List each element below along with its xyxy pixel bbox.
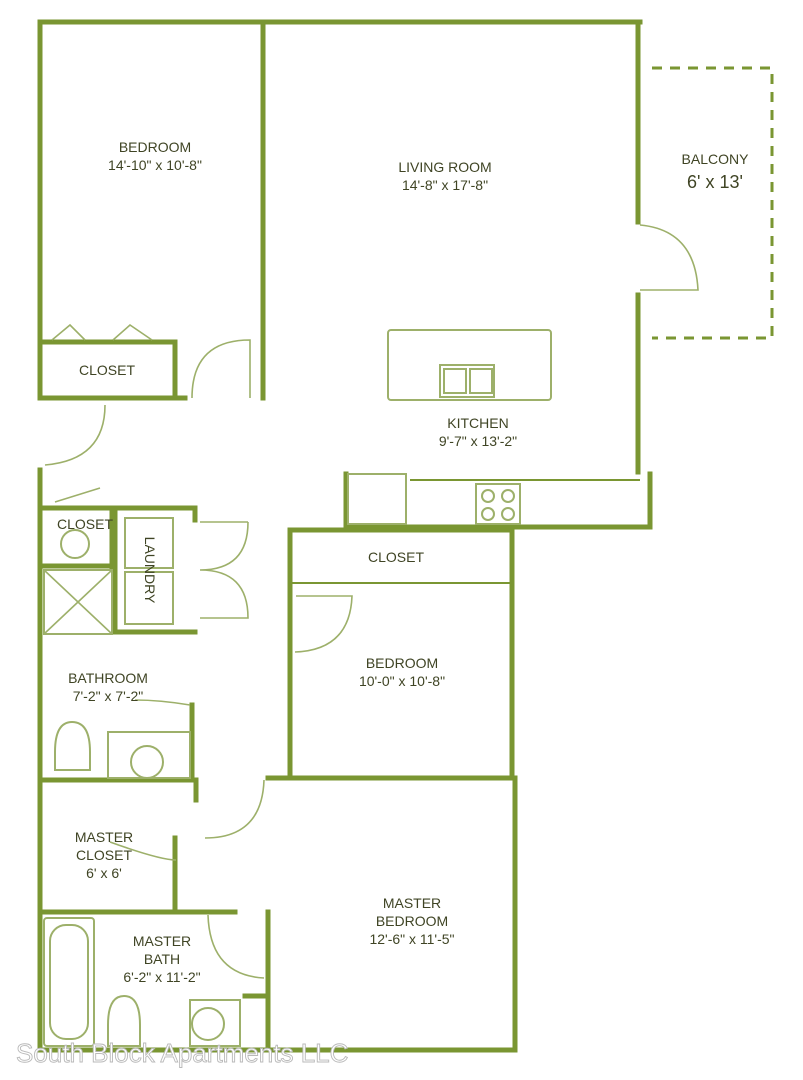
bedroom1-size: 14'-10" x 10'-8": [108, 157, 202, 173]
bathroom-sink: [130, 745, 164, 779]
bathtub-inner: [49, 924, 89, 1040]
bedroom-door: [191, 339, 251, 399]
sink-bowl-right: [469, 368, 493, 394]
balcony-size: 6' x 13': [687, 172, 743, 192]
master-bath-door: [207, 914, 265, 979]
bedroom2-north-east: [287, 527, 515, 781]
master-bath-name-1: MASTER: [133, 933, 191, 949]
closet1-name: CLOSET: [79, 362, 135, 378]
closet2-door: [54, 487, 101, 503]
shower-drain: [43, 569, 113, 635]
fixtures: [43, 329, 552, 1047]
living-room-size: 14'-8" x 17'-8": [402, 177, 488, 193]
closet1-doors: [51, 323, 153, 341]
bedroom-west-wall: [37, 19, 188, 401]
kitchen-size: 9'-7" x 13'-2": [439, 433, 517, 449]
bedroom2-walls: [287, 527, 515, 781]
sink-bowl-left: [443, 368, 467, 394]
bathroom-name: BATHROOM: [68, 670, 148, 686]
closet2-wall: [39, 505, 115, 571]
water-heater: [60, 529, 90, 559]
bedroom2-size: 10'-0" x 10'-8": [359, 673, 445, 689]
washer: [124, 517, 174, 569]
fridge: [347, 473, 407, 525]
laundry-name: LAUNDRY: [142, 537, 158, 604]
kitchen-name: KITCHEN: [447, 415, 508, 431]
doors: [44, 224, 699, 979]
bathroom-toilet: [54, 720, 91, 771]
bedroom2-door: [294, 595, 353, 653]
dryer: [124, 571, 174, 625]
bedroom1-name: BEDROOM: [119, 139, 191, 155]
laundry-doors: [199, 521, 249, 619]
master-bedroom-door: [204, 779, 265, 839]
south-east-wall: [37, 775, 518, 1053]
closet-wall: [39, 339, 178, 401]
master-bedroom-name-1: MASTER: [383, 895, 441, 911]
master-closet-name-2: CLOSET: [76, 847, 132, 863]
closet3-name: CLOSET: [368, 549, 424, 565]
watermark: South Block Apartments LLC: [16, 1038, 348, 1068]
master-closet-name-1: MASTER: [75, 829, 133, 845]
master-bath-size: 6'-2" x 11'-2": [123, 969, 200, 985]
burner: [501, 507, 515, 521]
master-bath-name-2: BATH: [144, 951, 180, 967]
living-room-name: LIVING ROOM: [398, 159, 491, 175]
bathroom-door: [134, 699, 191, 706]
master-toilet: [107, 994, 141, 1047]
balcony-name: BALCONY: [682, 151, 750, 167]
master-bedroom-name-2: BEDROOM: [376, 913, 448, 929]
master-closet-door: [109, 841, 177, 861]
master-bedroom-size: 12'-6" x 11'-5": [369, 931, 454, 947]
walls: [37, 19, 653, 1053]
entry-door: [44, 404, 106, 466]
master-sink: [191, 1007, 225, 1041]
laundry-left: [112, 505, 198, 635]
bathroom-size: 7'-2" x 7'-2": [73, 688, 144, 704]
balcony-door: [639, 224, 699, 291]
burner: [481, 489, 495, 503]
bedroom2-name: BEDROOM: [366, 655, 438, 671]
master-closet-size: 6' x 6': [86, 865, 122, 881]
bathroom-south-wall: [37, 777, 199, 803]
laundry-top: [112, 505, 198, 523]
closet2-name: CLOSET: [57, 516, 113, 532]
burner: [481, 507, 495, 521]
kitchen-south-wall: [343, 471, 653, 530]
balcony-outline: [652, 66, 774, 340]
burner: [501, 489, 515, 503]
room-labels: BEDROOM 14'-10" x 10'-8" LIVING ROOM 14'…: [57, 139, 749, 985]
